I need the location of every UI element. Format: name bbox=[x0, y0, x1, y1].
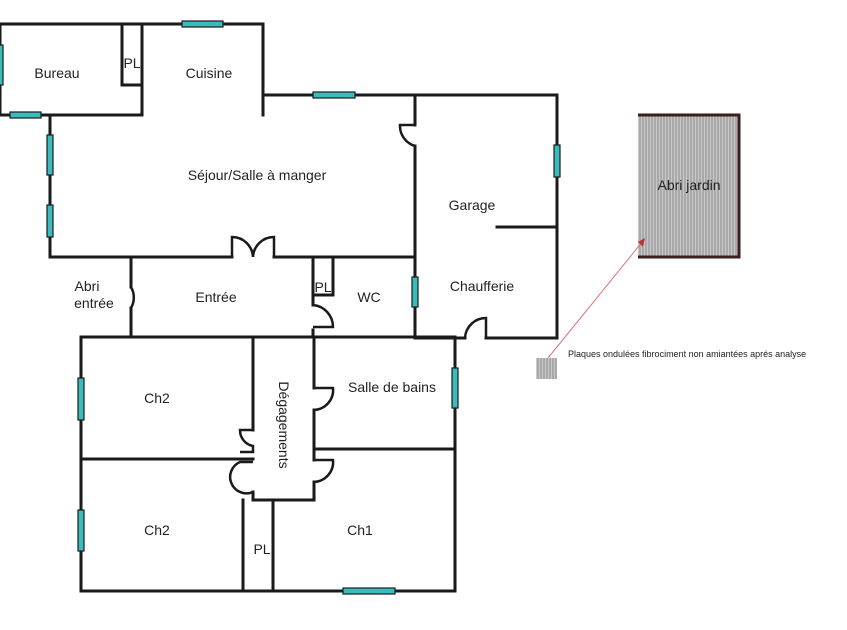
room-label-pl: PL bbox=[123, 55, 140, 71]
room-label-pl: PL bbox=[314, 279, 331, 295]
room-label-abri-entree-2: entrée bbox=[74, 295, 114, 311]
room-label-ch2: Ch2 bbox=[144, 522, 170, 538]
room-label-chaufferie: Chaufferie bbox=[450, 278, 515, 294]
room-label-sejour: Séjour/Salle à manger bbox=[188, 167, 327, 183]
room-label-abri-jardin: Abri jardin bbox=[657, 177, 720, 193]
room-label-degagements: Dégagements bbox=[276, 381, 292, 468]
windows bbox=[0, 20, 561, 595]
room-label-ch1: Ch1 bbox=[347, 522, 373, 538]
room-label-abri-entree: Abri bbox=[75, 278, 100, 294]
room-label-wc: WC bbox=[357, 289, 380, 305]
room-label-ch2: Ch2 bbox=[144, 390, 170, 406]
room-labels: Bureau PL Cuisine Séjour/Salle à manger … bbox=[34, 55, 514, 557]
room-label-bureau: Bureau bbox=[34, 65, 79, 81]
walls bbox=[0, 22, 559, 593]
room-label-garage: Garage bbox=[449, 197, 496, 213]
legend-arrow bbox=[547, 240, 644, 359]
arrowhead-icon bbox=[638, 238, 645, 247]
room-label-entree: Entrée bbox=[195, 289, 236, 305]
room-label-cuisine: Cuisine bbox=[186, 65, 233, 81]
room-label-salle-de-bains: Salle de bains bbox=[348, 379, 436, 395]
abri-jardin: Abri jardin bbox=[638, 113, 741, 259]
legend-text: Plaques ondulées fibrociment non amianté… bbox=[568, 349, 806, 359]
doors bbox=[129, 123, 488, 495]
legend-swatch bbox=[536, 358, 557, 379]
room-label-pl: PL bbox=[253, 541, 270, 557]
legend: Plaques ondulées fibrociment non amianté… bbox=[536, 238, 806, 379]
